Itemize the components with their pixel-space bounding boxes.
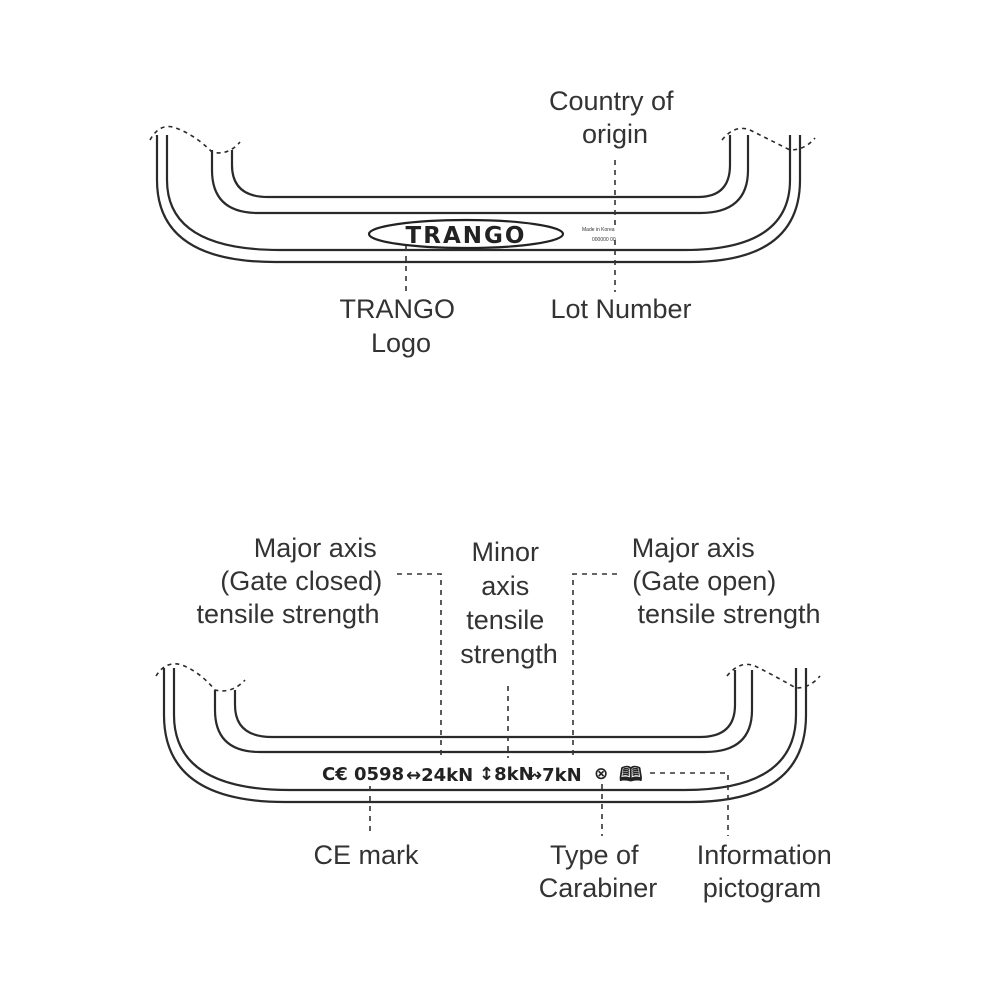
- leader-info: [650, 772, 729, 836]
- label-info-line-1: Information: [697, 840, 832, 870]
- label-country-of-origin-line-2: origin: [582, 119, 648, 149]
- major-open-marking: ↭7kN: [527, 765, 582, 786]
- carabiner-type-icon: ⊗: [594, 764, 608, 784]
- label-ce-mark-line-1: CE mark: [313, 840, 419, 870]
- label-major-closed: Major axis (Gate closed) tensile strengt…: [196, 533, 389, 629]
- label-lot-number: Lot Number: [550, 294, 691, 324]
- label-major-closed-line-2: (Gate closed): [220, 566, 382, 596]
- top-bar-outer: [155, 135, 802, 264]
- label-type: Type of Carabiner: [539, 840, 658, 903]
- label-lot-number-line-1: Lot Number: [550, 294, 691, 324]
- label-ce-mark: CE mark: [313, 840, 419, 870]
- bottom-left-cut: [155, 663, 246, 692]
- label-minor-line-3: tensile: [466, 605, 544, 635]
- trango-logo-oval: [367, 218, 565, 250]
- label-major-open-line-3: tensile strength: [637, 599, 820, 629]
- label-info-line-2: pictogram: [703, 873, 822, 903]
- bottom-bar-outer-inner-line: [172, 668, 798, 792]
- top-bar-outer-inner-line: [165, 135, 792, 252]
- label-type-line-1: Type of: [550, 840, 639, 870]
- ce-marking: C€ 0598: [322, 764, 404, 785]
- major-closed-marking: ↔24kN: [406, 765, 473, 786]
- bottom-bar-inner: [213, 670, 754, 754]
- top-right-cut: [721, 127, 816, 151]
- label-major-closed-line-3: tensile strength: [196, 599, 379, 629]
- label-country-of-origin: Country of origin: [549, 86, 681, 149]
- minor-marking: ↕8kN: [479, 764, 534, 785]
- top-bar-inner: [210, 135, 750, 215]
- leader-major-open: [572, 573, 617, 760]
- label-trango-logo-line-1: TRANGO: [339, 294, 455, 324]
- top-left-cut: [149, 125, 241, 154]
- label-minor-line-4: strength: [460, 639, 558, 669]
- bottom-carabiner-section: C€ 0598 ↔24kN ↕8kN ↭7kN ⊗ 🕮 Major axis (…: [155, 533, 840, 903]
- label-country-of-origin-line-1: Country of: [549, 86, 674, 116]
- label-trango-logo: TRANGO Logo: [339, 294, 462, 358]
- label-major-open-line-2: (Gate open): [632, 566, 776, 596]
- label-minor-line-1: Minor: [471, 537, 539, 567]
- top-bar-inner-line: [230, 135, 732, 199]
- label-trango-logo-line-2: Logo: [371, 328, 431, 358]
- label-type-line-2: Carabiner: [539, 873, 658, 903]
- bottom-right-cut: [726, 663, 821, 689]
- lot-code-text: 000000 00: [592, 237, 616, 243]
- leader-major-closed: [397, 573, 442, 760]
- top-carabiner-section: TRANGO Made in Korea 000000 00 Country o…: [149, 86, 816, 358]
- trango-logo-text: TRANGO: [406, 223, 527, 249]
- label-info: Information pictogram: [697, 840, 840, 903]
- label-minor-line-2: axis: [481, 571, 529, 601]
- label-major-open-line-1: Major axis: [632, 533, 755, 563]
- label-major-open: Major axis (Gate open) tensile strength: [632, 533, 821, 629]
- bottom-bar-inner-line: [233, 670, 737, 739]
- label-minor: Minor axis tensile strength: [460, 537, 558, 669]
- label-major-closed-line-1: Major axis: [254, 533, 377, 563]
- made-in-text: Made in Korea: [582, 227, 615, 233]
- information-book-icon: 🕮: [619, 762, 643, 786]
- bottom-bar-outer: [162, 668, 808, 804]
